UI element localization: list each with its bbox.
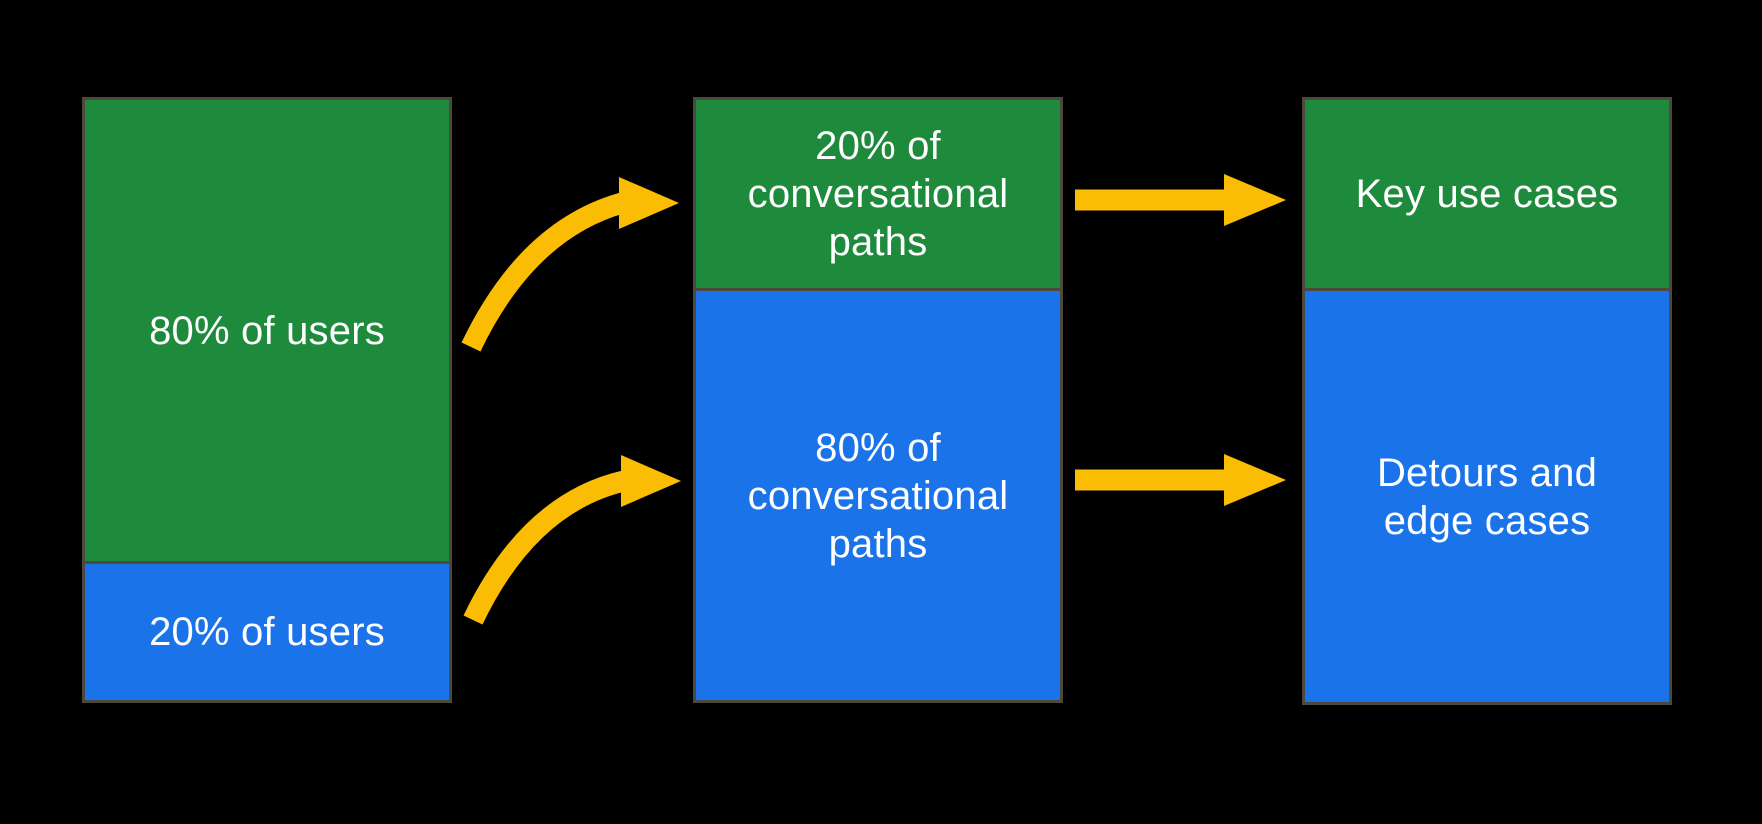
arrow-users-to-paths-bottom — [463, 455, 681, 625]
column-outcomes: Key use cases Detours and edge cases — [1302, 97, 1672, 705]
column-conversational-paths: 20% of conversational paths 80% of conve… — [693, 97, 1063, 703]
segment-key-use-cases: Key use cases — [1305, 100, 1669, 292]
segment-detours-edge-cases: Detours and edge cases — [1305, 291, 1669, 702]
segment-paths-minority: 20% of conversational paths — [696, 100, 1060, 292]
segment-users-majority: 80% of users — [85, 100, 449, 565]
segment-users-minority-label: 20% of users — [149, 610, 385, 655]
arrow-users-to-paths-top — [461, 177, 679, 352]
arrow-paths-to-detours — [1075, 454, 1286, 506]
segment-paths-majority-label: 80% of conversational paths — [747, 425, 1009, 566]
segment-users-majority-label: 80% of users — [149, 308, 385, 353]
segment-users-minority: 20% of users — [85, 564, 449, 700]
column-users: 80% of users 20% of users — [82, 97, 452, 703]
segment-detours-edge-cases-label: Detours and edge cases — [1376, 450, 1598, 543]
segment-key-use-cases-label: Key use cases — [1355, 172, 1619, 217]
arrow-paths-to-key-use-cases — [1075, 174, 1286, 226]
segment-paths-majority: 80% of conversational paths — [696, 291, 1060, 700]
segment-paths-minority-label: 20% of conversational paths — [747, 124, 1009, 265]
